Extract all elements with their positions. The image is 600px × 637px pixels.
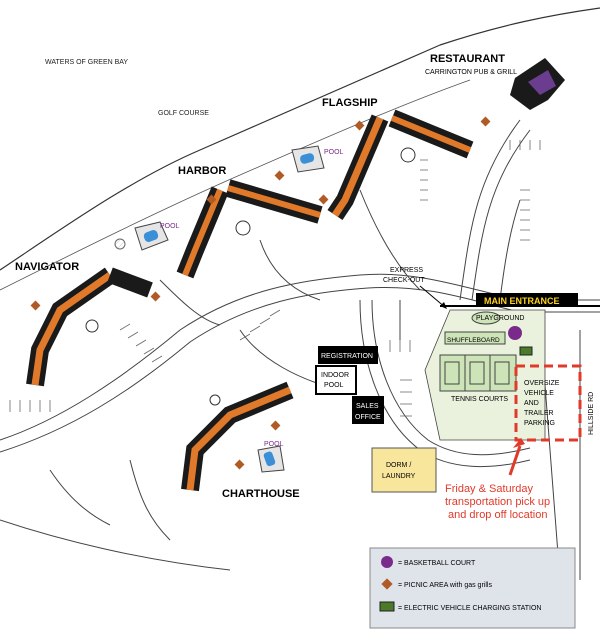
label-oversize-2: VEHICLE	[524, 390, 554, 397]
label-sales-2: OFFICE	[355, 414, 381, 421]
recreation-area	[424, 309, 546, 441]
label-oversize-4: TRAILER	[524, 410, 554, 417]
basketball-court-marker	[508, 326, 522, 340]
ev-charging-marker	[519, 346, 533, 356]
transport-arrow	[508, 445, 522, 476]
label-tennis: TENNIS COURTS	[451, 396, 508, 403]
oversize-parking-area	[514, 364, 582, 442]
label-sales-1: SALES	[356, 403, 379, 410]
label-dorm-2: LAUNDRY	[382, 473, 416, 480]
sales-office-building	[352, 396, 384, 424]
indoor-pool-building	[315, 365, 357, 395]
label-transport-2: transportation pick up	[445, 496, 550, 508]
golf-course-edge	[0, 79, 471, 291]
legend-picnic-icon	[381, 578, 393, 590]
registration-building	[318, 346, 378, 364]
label-express-2: CHECK-OUT	[383, 277, 425, 284]
legend-box	[369, 547, 576, 629]
legend-ev-label: = ELECTRIC VEHICLE CHARGING STATION	[398, 605, 541, 612]
parking-lots	[9, 140, 541, 417]
legend-ev-icon	[379, 601, 395, 612]
label-indoor-pool-2: POOL	[324, 382, 344, 389]
flagship-building	[327, 109, 474, 220]
label-harbor: HARBOR	[178, 165, 226, 177]
legend-basketball-icon	[381, 556, 393, 568]
pool-areas	[114, 145, 325, 473]
dorm-laundry-building	[371, 447, 437, 493]
label-shuffleboard: SHUFFLEBOARD	[447, 337, 500, 344]
label-pool-charthouse: POOL	[264, 441, 284, 448]
express-arrowhead	[440, 302, 447, 309]
label-indoor-pool-1: INDOOR	[321, 372, 349, 379]
main-entrance-banner	[476, 293, 578, 307]
legend-picnic-label: = PICNIC AREA with gas grills	[398, 582, 492, 589]
label-restaurant: RESTAURANT	[430, 53, 505, 65]
shoreline	[0, 7, 600, 271]
label-navigator: NAVIGATOR	[15, 261, 79, 273]
label-golf-course: GOLF COURSE	[158, 110, 209, 117]
restaurant-building	[510, 58, 565, 110]
label-transport-1: Friday & Saturday	[445, 483, 534, 495]
label-registration: REGISTRATION	[321, 353, 373, 360]
label-hillside: HILLSIDE RD	[588, 392, 595, 435]
label-pool-flagship: POOL	[324, 149, 344, 156]
label-pool-harbor: POOL	[160, 223, 180, 230]
label-flagship: FLAGSHIP	[322, 97, 378, 109]
charthouse-building	[181, 381, 294, 492]
harbor-building	[176, 179, 323, 279]
label-playground: PLAYGROUND	[476, 315, 525, 322]
label-restaurant-sub: CARRINGTON PUB & GRILL	[425, 69, 517, 76]
transport-arrowhead	[513, 438, 525, 448]
legend-basketball-label: = BASKETBALL COURT	[398, 560, 476, 567]
label-charthouse: CHARTHOUSE	[222, 488, 300, 500]
navigator-building	[26, 267, 153, 387]
label-oversize-5: PARKING	[524, 420, 555, 427]
label-waters: WATERS OF GREEN BAY	[45, 59, 128, 66]
label-express-1: EXPRESS	[390, 267, 423, 274]
label-oversize-3: AND	[524, 400, 539, 407]
label-main-entrance: MAIN ENTRANCE	[484, 296, 560, 306]
label-dorm-1: DORM /	[386, 462, 411, 469]
label-transport-3: and drop off location	[448, 509, 547, 521]
label-oversize-1: OVERSIZE	[524, 380, 560, 387]
